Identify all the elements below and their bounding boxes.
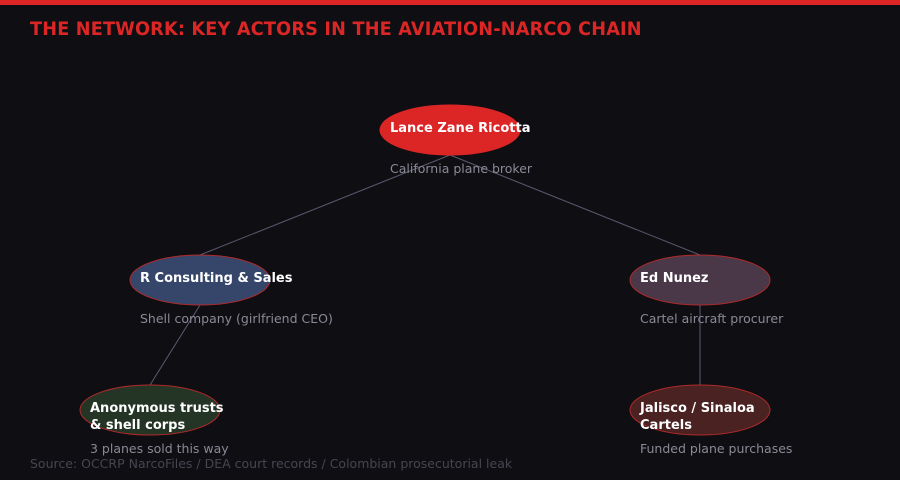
node-label-ricotta: Lance Zane Ricotta xyxy=(390,121,531,136)
node-sub-nunez: Cartel aircraft procurer xyxy=(640,311,784,326)
node-label-trusts-line1: Anonymous trusts xyxy=(90,401,224,416)
node-sub-cartels: Funded plane purchases xyxy=(640,441,793,456)
node-label-trusts-line2: & shell corps xyxy=(90,418,186,433)
source-note: Source: OCCRP NarcoFiles / DEA court rec… xyxy=(30,456,513,471)
edge-rconsulting-trusts xyxy=(149,304,201,386)
accent-bar xyxy=(0,0,900,5)
edge-ricotta-nunez xyxy=(449,154,701,256)
node-cartels[interactable] xyxy=(629,384,771,436)
node-trusts[interactable] xyxy=(79,384,221,436)
edge-ricotta-rconsulting xyxy=(199,154,451,256)
node-sub-trusts: 3 planes sold this way xyxy=(90,441,229,456)
node-nunez[interactable] xyxy=(629,254,771,306)
node-ricotta[interactable] xyxy=(379,104,521,156)
node-rconsulting[interactable] xyxy=(129,254,271,306)
node-sub-rconsulting: Shell company (girlfriend CEO) xyxy=(140,311,333,326)
node-label-rconsulting: R Consulting & Sales xyxy=(140,271,293,286)
node-label-cartels-line2: Cartels xyxy=(640,418,692,433)
node-label-cartels-line1: Jalisco / Sinaloa xyxy=(640,401,755,416)
page-title: THE NETWORK: KEY ACTORS IN THE AVIATION-… xyxy=(30,18,642,40)
node-sub-ricotta: California plane broker xyxy=(390,161,533,176)
node-label-nunez: Ed Nunez xyxy=(640,271,709,286)
